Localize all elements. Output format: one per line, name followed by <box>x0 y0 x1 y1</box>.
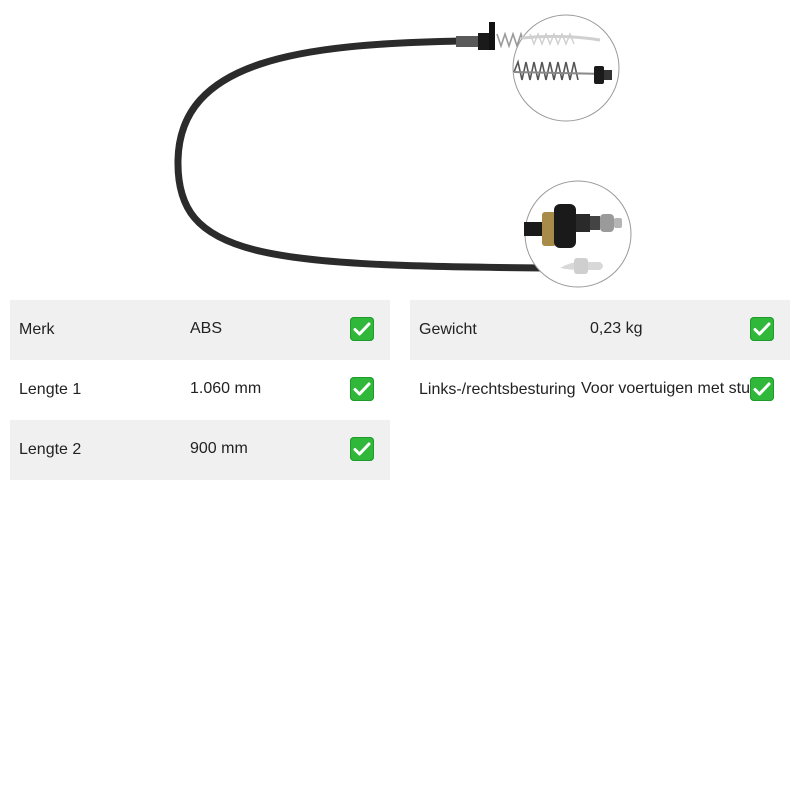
spec-value: 1.060 mm <box>190 380 262 397</box>
spec-value: 0,23 kg <box>590 320 643 337</box>
check-mark-icon <box>750 377 774 401</box>
cable-sheath <box>174 37 560 272</box>
spec-label: Lengte 2 <box>19 441 82 458</box>
cable-end-flange <box>489 22 495 50</box>
spec-row-lengte-1: Lengte 1 1.060 mm <box>10 360 390 420</box>
cable-spring <box>496 31 526 49</box>
check-mark-icon <box>750 317 774 341</box>
spec-label: Links-/rechtsbesturing <box>419 381 576 398</box>
cable-end-ferrule <box>456 36 480 47</box>
spec-row-lengte-2: Lengte 2 900 mm <box>10 420 390 480</box>
spec-table-left: Merk ABS Lengte 1 1.060 mm Lengte 2 900 … <box>10 300 390 480</box>
check-mark-icon <box>350 437 374 461</box>
product-image <box>174 14 632 288</box>
spec-value: ABS <box>190 320 223 337</box>
detail-circle-bottom <box>524 180 632 288</box>
spec-label: Merk <box>19 321 55 338</box>
detail-circle-top <box>512 14 620 122</box>
check-mark-icon <box>350 317 374 341</box>
spec-row-links-rechtsbesturing: Links-/rechtsbesturing Voor voertuigen m… <box>410 360 790 420</box>
spec-table-right: Gewicht 0,23 kg Links-/rechtsbesturing V… <box>410 300 790 420</box>
check-mark-icon <box>350 377 374 401</box>
spec-label: Gewicht <box>419 321 477 338</box>
spec-value: 900 mm <box>190 440 248 457</box>
spec-row-merk: Merk ABS <box>10 300 390 360</box>
cable-end-collar <box>478 33 492 50</box>
spec-row-gewicht: Gewicht 0,23 kg <box>410 300 790 360</box>
spec-value: Voor voertuigen met stuur <box>581 380 765 397</box>
spec-label: Lengte 1 <box>19 381 82 398</box>
